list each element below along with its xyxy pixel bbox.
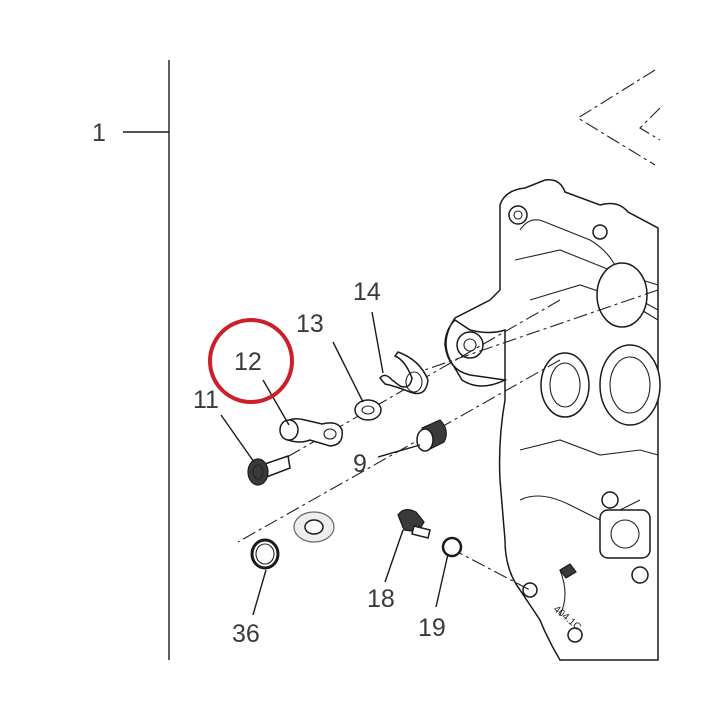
callout-1: 1 xyxy=(92,119,106,147)
callout-13: 13 xyxy=(296,310,324,338)
callout-leader-14 xyxy=(371,311,384,374)
o-ring-part xyxy=(441,536,463,558)
callout-36: 36 xyxy=(232,620,260,648)
spring-part xyxy=(379,351,429,395)
axis-line-plug xyxy=(449,547,531,591)
axis-line-upper xyxy=(409,289,659,376)
highlight-circle xyxy=(208,318,294,404)
callout-leader-19 xyxy=(435,553,449,608)
bolt-part xyxy=(247,455,291,486)
callout-14: 14 xyxy=(353,278,381,306)
callout-18: 18 xyxy=(367,585,395,613)
washer-part xyxy=(354,399,382,421)
callout-leader-36 xyxy=(252,569,267,616)
large-washer-part xyxy=(293,511,335,543)
circlip-part xyxy=(250,538,280,570)
plug-part xyxy=(397,509,431,539)
callout-9: 9 xyxy=(353,450,367,478)
lever-part xyxy=(279,418,343,447)
callout-12: 12 xyxy=(234,348,262,376)
callout-19: 19 xyxy=(418,614,446,642)
callout-leader-12 xyxy=(262,379,290,426)
reference-outline xyxy=(576,69,661,166)
callout-11: 11 xyxy=(193,386,219,414)
callout-leader-18 xyxy=(384,529,404,583)
crankcase-housing: 404.1C xyxy=(444,179,661,661)
callout-leader-13 xyxy=(332,341,364,403)
bearing-part xyxy=(416,419,447,452)
callout-leader-11 xyxy=(220,414,255,463)
callout-leader-9 xyxy=(377,444,421,458)
